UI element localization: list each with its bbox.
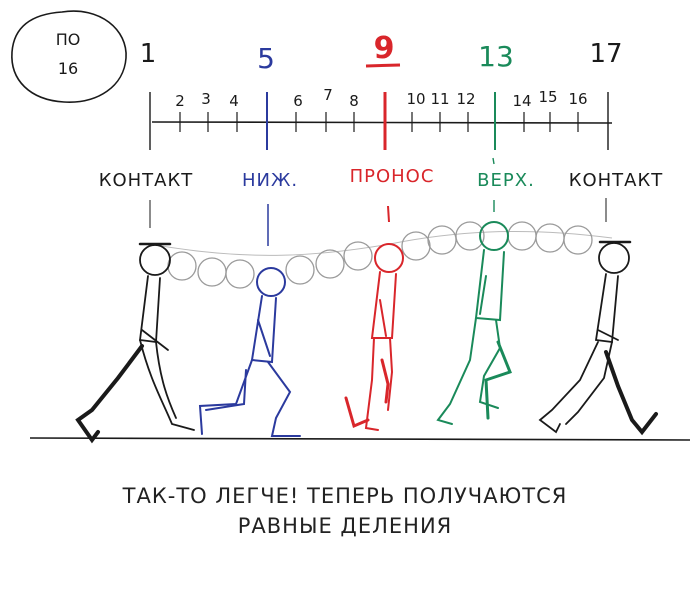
inbetween-number: 4: [229, 92, 239, 110]
key-frame-underline: [365, 63, 401, 68]
inbetween-number: 3: [201, 90, 211, 108]
caption-line-1: ТАК-ТО ЛЕГЧЕ! ТЕПЕРЬ ПОЛУЧАЮТСЯ: [122, 484, 568, 508]
inbetween-number: 7: [323, 86, 333, 104]
inbetween-number: 2: [175, 92, 185, 110]
inbetween-number: 8: [349, 92, 359, 110]
key-pose-label: КОНТАКТ: [569, 170, 664, 191]
inbetween-number: 16: [568, 90, 587, 108]
figure-contact-left: [75, 242, 195, 444]
key-pose-labels: КОНТАКТ НИЖ. ПРОНОС ВЕРХ. КОНТАКТ: [99, 166, 664, 191]
figure-down-pose: [198, 267, 301, 437]
guide-lines: [149, 157, 607, 246]
head-path-arc: [149, 230, 613, 256]
inbetween-number: 15: [538, 88, 557, 106]
key-pose-label: ВЕРХ.: [477, 170, 535, 191]
frame-rate-badge: ПО 16: [11, 10, 127, 103]
key-frame-number: 5: [257, 42, 275, 75]
badge-line2: 16: [58, 59, 78, 78]
inbetween-heads: [167, 221, 593, 289]
key-pose-label: НИЖ.: [242, 170, 298, 191]
inbetween-numbers: 2 3 4 6 7 8 10 11 12 14 15 16: [175, 86, 587, 110]
timeline-ruler: [149, 92, 613, 150]
badge-line1: ПО: [56, 30, 81, 49]
key-frame-number: 13: [478, 40, 514, 73]
inbetween-number: 14: [512, 92, 531, 110]
inbetween-number: 12: [456, 90, 475, 108]
key-frame-number: 1: [140, 39, 157, 69]
figure-up-pose: [436, 221, 512, 425]
key-pose-label: КОНТАКТ: [99, 170, 194, 191]
inbetween-number: 6: [293, 92, 303, 110]
figure-contact-right: [538, 240, 658, 436]
key-frame-number: 17: [589, 39, 622, 69]
inbetween-number: 10: [406, 90, 425, 108]
key-frame-numbers: 1 5 9 13 17: [140, 31, 623, 75]
key-pose-label: ПРОНОС: [350, 166, 435, 187]
inbetween-number: 11: [430, 90, 449, 108]
key-frame-number: 9: [374, 31, 395, 66]
figure-passing-pose: [344, 243, 404, 431]
ground-line: [29, 437, 690, 441]
caption-line-2: РАВНЫЕ ДЕЛЕНИЯ: [237, 514, 453, 538]
